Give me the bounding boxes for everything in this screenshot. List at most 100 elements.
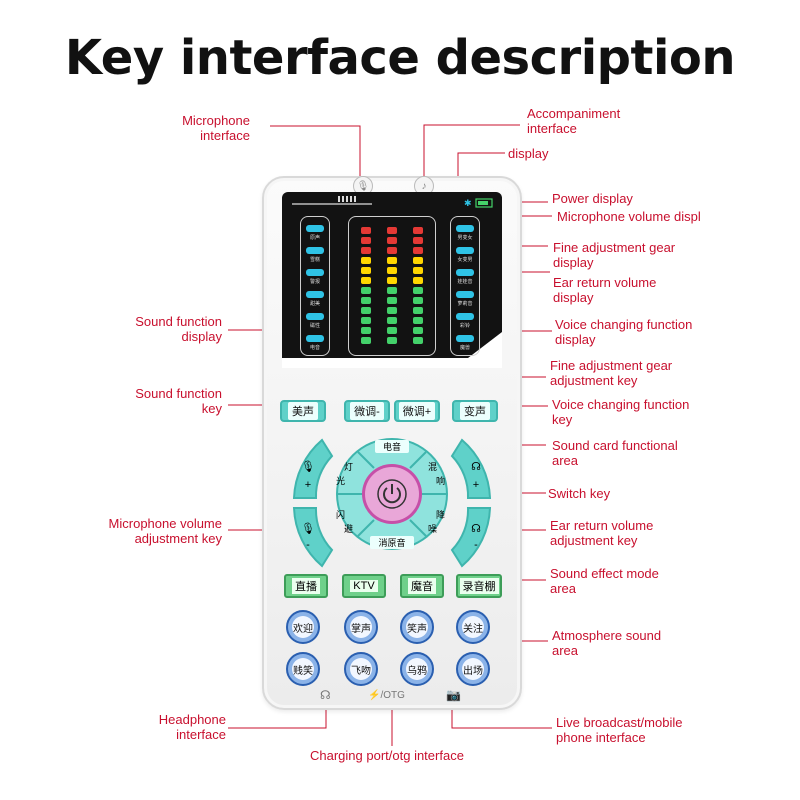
- atmosphere-welcome[interactable]: 欢迎: [286, 610, 320, 644]
- display-indicator: [306, 291, 324, 298]
- atmosphere-sneer[interactable]: 贱笑: [286, 652, 320, 686]
- fine-adjust-minus-label: 微调-: [350, 402, 384, 420]
- meter-segment: [361, 257, 371, 264]
- ring-right-upper-1: 混: [428, 462, 438, 472]
- ring-left-upper-1: 灯: [344, 462, 354, 472]
- meter-segment: [361, 237, 371, 244]
- display-item-label: 男变女: [457, 235, 473, 241]
- plus-icon: +: [305, 479, 311, 491]
- volume-meters-display: [348, 216, 436, 356]
- voice-changing-key-label: 变声: [460, 402, 490, 420]
- meter-segment: [413, 287, 423, 294]
- mode-live[interactable]: 直播: [284, 574, 328, 598]
- atmosphere-entrance[interactable]: 出场: [456, 652, 490, 686]
- atm-label: 飞吻: [350, 658, 372, 680]
- meter-segment: [361, 267, 371, 274]
- display-indicator: [306, 247, 324, 254]
- atmosphere-kiss[interactable]: 飞吻: [344, 652, 378, 686]
- mode-ktv[interactable]: KTV: [342, 574, 386, 598]
- display-indicator: [456, 225, 474, 232]
- lcd-screen: ✱ 原声雪糕警报甜美磁性电音 男变女女变男娃娃音萝莉音彩铃魔兽: [282, 192, 502, 368]
- display-indicator: [306, 335, 324, 342]
- display-item-label: 萝莉音: [457, 301, 473, 307]
- display-item-label: 原声: [309, 235, 320, 241]
- mode-studio[interactable]: 录音棚: [456, 574, 502, 598]
- sound-function-key[interactable]: 美声: [280, 400, 326, 422]
- page-title: Key interface description: [64, 30, 736, 86]
- mode-studio-label: 录音棚: [459, 578, 499, 594]
- mode-live-label: 直播: [292, 578, 320, 594]
- meter-segment: [361, 337, 371, 344]
- meter-segment: [413, 327, 423, 334]
- label-power-display: Power display: [552, 191, 633, 206]
- meter-segment: [387, 227, 397, 234]
- meter-segment: [413, 317, 423, 324]
- otg-label: OTG: [383, 690, 405, 701]
- atm-label: 贱笑: [292, 658, 314, 680]
- mic-volume-up-key[interactable]: [292, 438, 334, 499]
- meter-segment: [387, 237, 397, 244]
- voice-changing-display: 男变女女变男娃娃音萝莉音彩铃魔兽: [450, 216, 480, 356]
- label-switch-key: Switch key: [548, 486, 611, 501]
- meter-segment: [413, 257, 423, 264]
- ring-right-lower-1: 降: [436, 510, 446, 520]
- screen-graphics: ✱: [282, 196, 502, 368]
- ring-right-upper-2: 响: [436, 476, 446, 486]
- meter-segment: [361, 247, 371, 254]
- ring-right-lower-2: 噪: [428, 524, 438, 534]
- sound-function-display: 原声雪糕警报甜美磁性电音: [300, 216, 330, 356]
- mic-down-icon: 🎙: [301, 522, 315, 535]
- ring-left-lower-1: 闪: [336, 510, 346, 520]
- display-item-label: 电音: [309, 345, 320, 351]
- display-item-label: 磁性: [309, 323, 320, 329]
- mode-ktv-label: KTV: [350, 580, 378, 592]
- voice-changing-key[interactable]: 变声: [452, 400, 498, 422]
- ring-left-upper-2: 光: [336, 476, 346, 486]
- line-microphone-interface: [270, 125, 361, 176]
- display-indicator: [306, 225, 324, 232]
- meter-segment: [387, 277, 397, 284]
- meter-segment: [413, 247, 423, 254]
- mic-volume-down-key[interactable]: [292, 507, 334, 568]
- mic-up-icon: 🎙: [301, 460, 315, 473]
- mode-magic[interactable]: 魔音: [400, 574, 444, 598]
- display-indicator: [456, 269, 474, 276]
- meter-segment: [413, 237, 423, 244]
- headphone-up-icon: ☊: [471, 460, 481, 473]
- ear-return-up-key[interactable]: [450, 438, 492, 499]
- otg-port: ⚡/OTG: [368, 690, 405, 701]
- atmosphere-follow[interactable]: 关注: [456, 610, 490, 644]
- meter-segment: [387, 297, 397, 304]
- svg-text:✱: ✱: [464, 199, 472, 209]
- ring-left-lower-2: 避: [344, 524, 354, 534]
- meter-segment: [387, 267, 397, 274]
- meter-segment: [387, 287, 397, 294]
- meter-segment: [413, 307, 423, 314]
- atm-label: 掌声: [350, 616, 372, 638]
- fine-adjust-minus-key[interactable]: 微调-: [344, 400, 390, 422]
- ear-return-down-key[interactable]: [450, 507, 492, 568]
- atmosphere-laugh[interactable]: 笑声: [400, 610, 434, 644]
- meter-segment: [413, 277, 423, 284]
- fine-adjust-plus-key[interactable]: 微调+: [394, 400, 440, 422]
- atmosphere-applause[interactable]: 掌声: [344, 610, 378, 644]
- atmosphere-crow[interactable]: 乌鸦: [400, 652, 434, 686]
- display-item-label: 雪糕: [309, 257, 320, 263]
- plus-icon-right: +: [473, 479, 479, 491]
- display-indicator: [456, 335, 474, 342]
- fine-adjust-plus-label: 微调+: [398, 402, 436, 420]
- label-mic-volume-display: Microphone volume displ: [557, 209, 701, 224]
- sound-function-key-label: 美声: [288, 402, 318, 420]
- meter-segment: [387, 337, 397, 344]
- display-item-label: 女变男: [457, 257, 473, 263]
- meter-segment: [387, 307, 397, 314]
- atm-label: 欢迎: [292, 616, 314, 638]
